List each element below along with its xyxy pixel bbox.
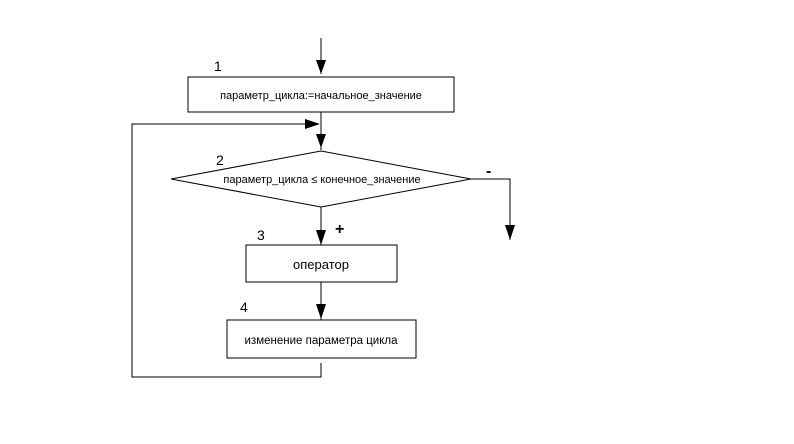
condition-block-text: параметр_цикла ≤ конечное_значение: [223, 174, 420, 186]
connector-1-2-arrowhead: [316, 134, 326, 148]
block-number-3: 3: [257, 227, 265, 243]
block-number-2: 2: [216, 152, 224, 168]
block-number-4: 4: [240, 299, 248, 315]
body-block-text: оператор: [293, 257, 349, 272]
loop-back-arrowhead: [305, 119, 320, 129]
update-block-text: изменение параметра цикла: [245, 335, 399, 347]
false-branch-line: [471, 178, 511, 240]
loop-back-line: [131, 123, 322, 378]
entry-arrowhead: [316, 60, 326, 74]
connector-3-4-arrowhead: [316, 304, 326, 319]
body-block: [245, 244, 398, 283]
block-number-1: 1: [214, 58, 222, 74]
false-branch-arrowhead: [505, 225, 515, 240]
true-branch-label: +: [335, 221, 344, 238]
false-branch-label: -: [486, 163, 491, 180]
update-block: [226, 319, 417, 359]
true-branch-arrowhead: [316, 230, 326, 245]
init-block-text: параметр_цикла:=начальное_значение: [220, 90, 422, 102]
